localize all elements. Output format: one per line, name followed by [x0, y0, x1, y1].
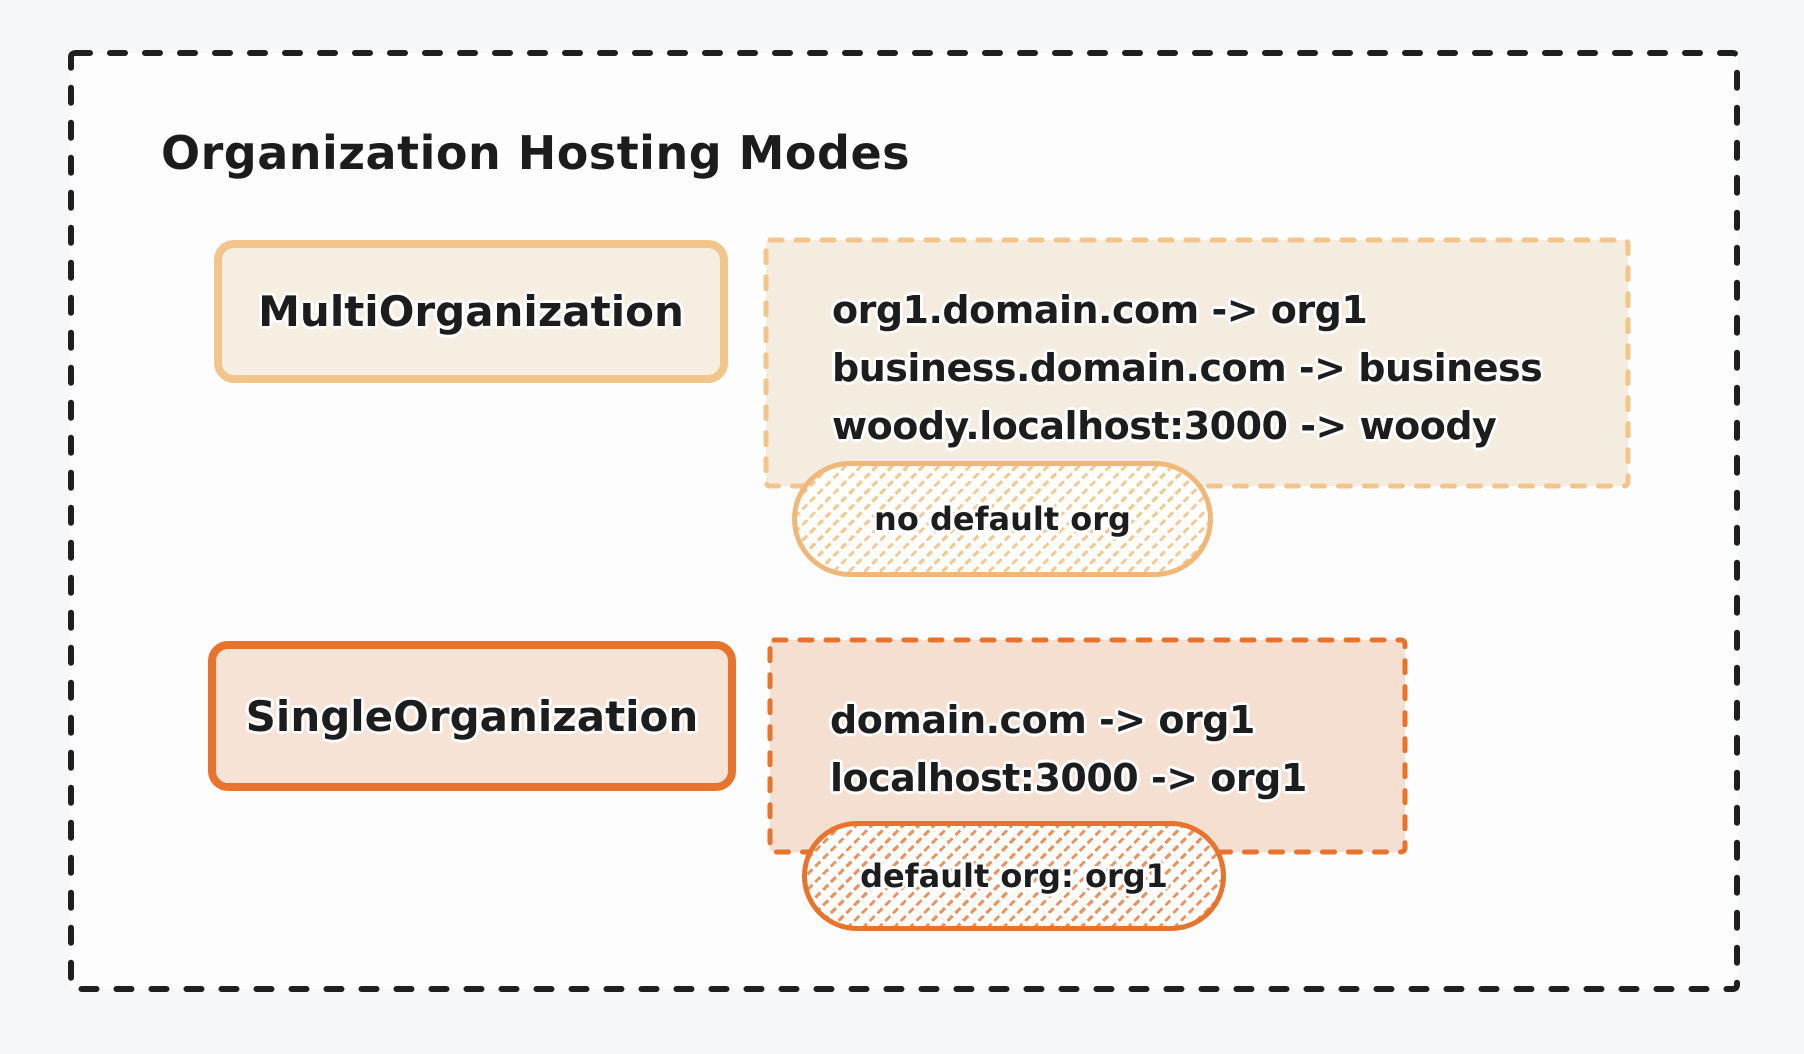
mapping-line: localhost:3000 -> org1 [830, 756, 1307, 800]
mode-label-singleorganization: SingleOrganization [245, 691, 699, 741]
single-default-org-badge: default org: org1 [802, 821, 1226, 931]
mapping-line: woody.localhost:3000 -> woody [832, 404, 1497, 448]
mapping-line: domain.com -> org1 [830, 698, 1255, 742]
mode-label-multiorganization: MultiOrganization [258, 287, 684, 336]
page-title: Organization Hosting Modes [161, 126, 911, 180]
multi-default-org-badge-label: no default org [874, 500, 1131, 538]
multi-default-org-badge: no default org [792, 461, 1213, 577]
single-default-org-badge-label: default org: org1 [860, 857, 1168, 895]
mapping-line: org1.domain.com -> org1 [832, 288, 1368, 332]
mapping-line: business.domain.com -> business [832, 346, 1543, 390]
mode-box-singleorganization: SingleOrganization [208, 641, 736, 791]
multi-mapping-dashed-box [763, 237, 1631, 489]
multi-mapping-list: org1.domain.com -> org1 business.domain.… [832, 281, 1543, 455]
single-mapping-list: domain.com -> org1 localhost:3000 -> org… [830, 691, 1307, 807]
mode-box-multiorganization: MultiOrganization [214, 240, 728, 383]
